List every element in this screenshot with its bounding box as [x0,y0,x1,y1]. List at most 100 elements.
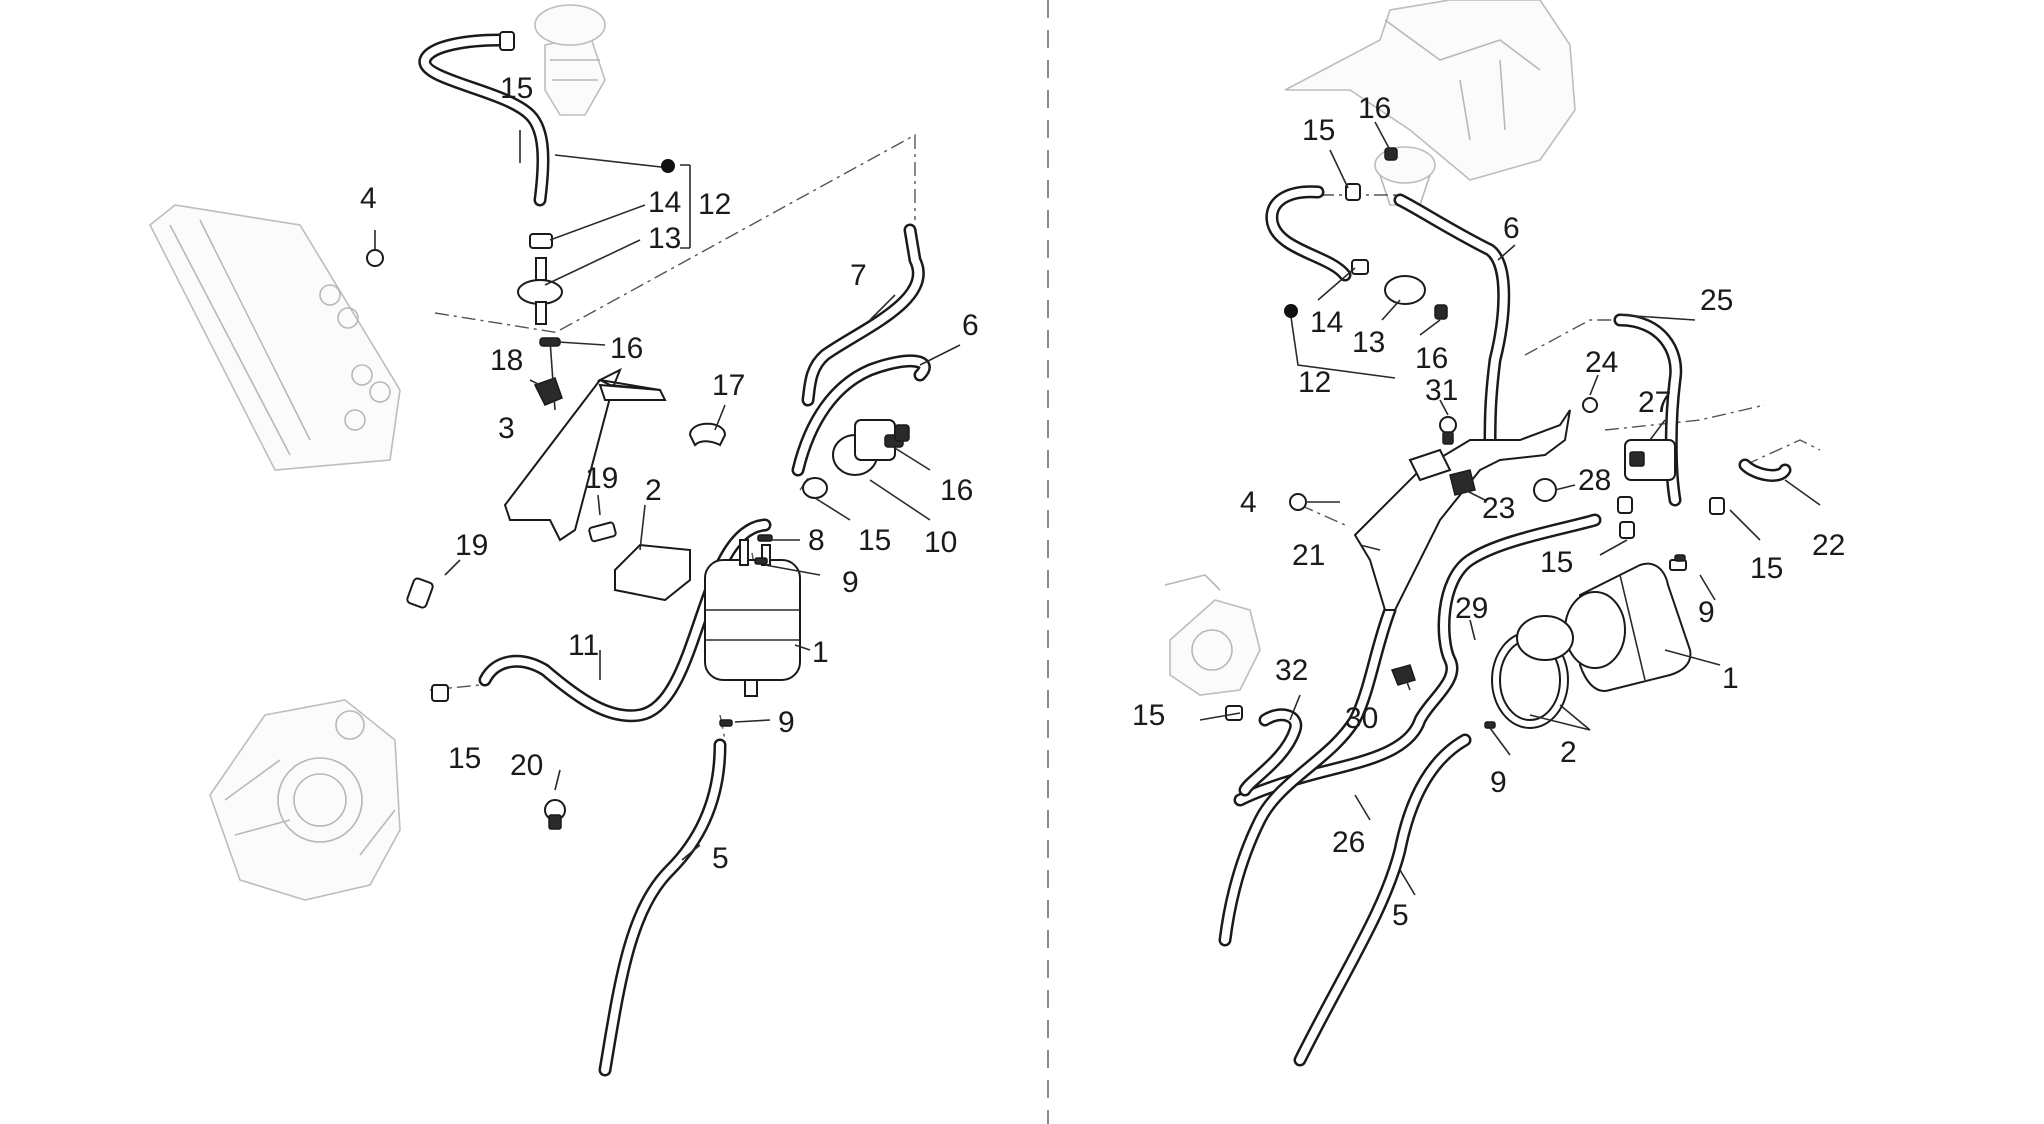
clip-16-r-top [1384,147,1398,161]
callout-r-9b: 9 [1490,766,1507,799]
callout-r-6: 6 [1503,212,1520,245]
strap-2-right [1491,615,1574,729]
callout-r-21: 21 [1292,539,1325,572]
callout-r-31: 31 [1425,374,1458,407]
clip-15-r-top [1345,183,1361,201]
callout-l-4: 4 [360,182,377,215]
clip-30 [1390,664,1416,686]
callout-l-16b: 16 [940,474,973,507]
callout-r-13: 13 [1352,326,1385,359]
clip-15-top [499,31,515,51]
callout-l-17: 17 [712,369,745,402]
callout-r-9a: 9 [1698,596,1715,629]
clip-15-r-c [1709,497,1725,515]
clip-18 [533,377,563,406]
clip-15-r-a [1617,496,1633,514]
kit-dot-left [661,159,675,173]
callout-l-19a: 19 [585,462,618,495]
strap-2 [614,543,691,602]
callout-r-24: 24 [1585,346,1618,379]
callout-l-18: 18 [490,344,523,377]
callout-r-1: 1 [1722,662,1739,695]
callout-l-10: 10 [924,526,957,559]
clip-19-a [588,521,617,543]
callout-l-13: 13 [648,222,681,255]
throttle-body-ghost-right [1164,574,1261,696]
callout-r-25: 25 [1700,284,1733,317]
nut-24 [1582,397,1598,413]
screw-20 [544,799,566,830]
callout-l-8: 8 [808,524,825,557]
left-panel: 15 4 14 12 13 16 18 17 7 6 3 19 2 16 15 … [148,4,979,1077]
clip-23 [1449,469,1476,496]
callout-r-29: 29 [1455,592,1488,625]
callout-l-6: 6 [962,309,979,342]
canister-1 [704,539,801,697]
kit-dot-right [1284,304,1298,318]
clip-8 [757,534,773,542]
callout-l-19b: 19 [455,529,488,562]
clip-17 [688,422,727,447]
valve-27 [1624,439,1676,481]
callout-r-4: 4 [1240,486,1257,519]
cap-28 [1533,478,1557,502]
callout-r-16a: 16 [1358,92,1391,125]
screw-31 [1439,416,1457,445]
valve-13-right [1384,275,1426,305]
cap-15 [802,477,828,499]
callout-r-22: 22 [1812,529,1845,562]
callout-r-28: 28 [1578,464,1611,497]
clip-16-r-mid [1434,304,1448,320]
callout-r-15a: 15 [1302,114,1335,147]
frame-rail-ghost [148,204,401,471]
valve-13 [517,257,563,325]
callout-l-11: 11 [568,629,599,662]
right-panel: 16 15 6 14 13 16 12 25 24 31 27 28 4 23 … [1132,0,1845,1067]
clip-9-r-a [1674,554,1686,562]
fuel-tank-ghost [1284,0,1576,206]
hose-12 [418,33,550,207]
clip-9-r-b [1484,721,1496,729]
callout-l-3: 3 [498,412,515,445]
throttle-body-ghost [209,699,401,901]
callout-l-1: 1 [812,636,829,669]
clip-9-bottom [719,719,733,727]
callout-r-16b: 16 [1415,342,1448,375]
clip-19-b [406,577,434,609]
valve-10 [832,419,904,476]
callout-r-15d: 15 [1132,699,1165,732]
callout-l-20: 20 [510,749,543,782]
callout-l-7: 7 [850,259,867,292]
clip-15-r-b [1619,521,1635,539]
nut-4-right [1289,493,1307,511]
bracket-21 [1353,409,1571,611]
callout-l-9a: 9 [842,566,859,599]
callout-r-5: 5 [1392,899,1409,932]
callout-l-15b: 15 [858,524,891,557]
callout-l-15c: 15 [448,742,481,775]
callout-l-16a: 16 [610,332,643,365]
callout-r-2: 2 [1560,736,1577,769]
clip-16-right [894,424,910,442]
clip-15-r-d [1225,705,1243,721]
callout-r-15b: 15 [1540,546,1573,579]
callout-r-30: 30 [1345,702,1378,735]
callout-r-15c: 15 [1750,552,1783,585]
callout-l-5: 5 [712,842,729,875]
callout-l-14: 14 [648,186,681,219]
callout-l-9b: 9 [778,706,795,739]
callout-r-12: 12 [1298,366,1331,399]
bracket-3 [503,367,667,542]
filler-neck-ghost [534,4,606,116]
callout-r-32: 32 [1275,654,1308,687]
callout-l-15a: 15 [500,72,533,105]
nut-14 [529,233,553,249]
callout-r-27: 27 [1638,386,1671,419]
callout-r-14: 14 [1310,306,1343,339]
nut-4 [366,249,384,267]
callout-l-12: 12 [698,188,731,221]
hose-5 [598,738,727,1077]
callout-l-2: 2 [645,474,662,507]
callout-r-23: 23 [1482,492,1515,525]
